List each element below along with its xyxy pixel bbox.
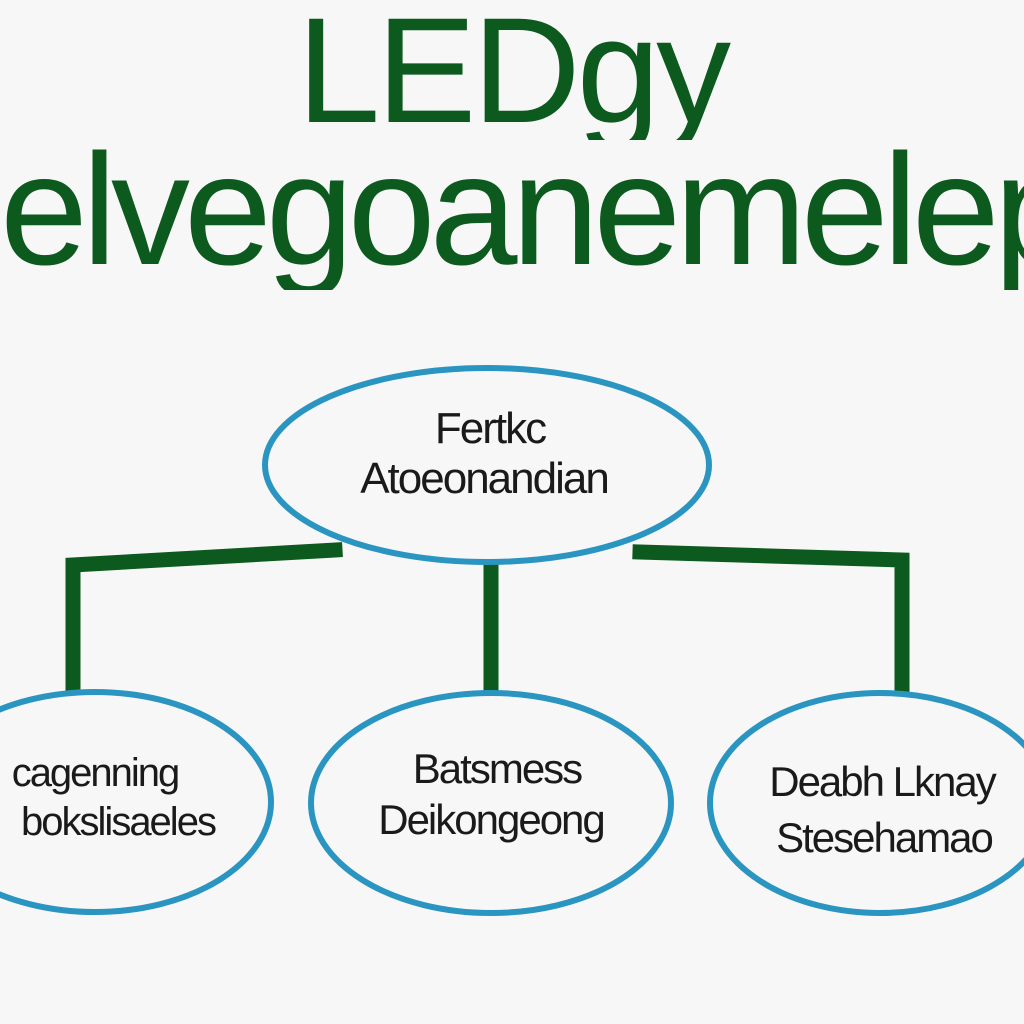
node-left: cagenning bokslisaeles <box>0 689 274 915</box>
node-right: Deabh Lknay Stesehamao <box>707 690 1024 916</box>
node-root: Fertkc Atoeonandian <box>262 365 712 565</box>
node-middle-line2: Deikongeong <box>378 796 604 843</box>
node-middle-shape <box>308 690 674 916</box>
node-left-shape <box>0 689 274 915</box>
node-right-shape <box>707 690 1024 916</box>
connector-right <box>632 544 910 698</box>
node-root-line2: Atoeonandian <box>360 454 608 503</box>
node-root-shape <box>262 365 712 565</box>
node-root-line1: Fertkc <box>435 404 546 453</box>
node-left-line2: bokslisaeles <box>21 800 216 844</box>
node-middle-line1: Batsmess <box>413 745 582 792</box>
connectors <box>65 542 910 698</box>
node-right-line1: Deabh Lknay <box>769 758 997 805</box>
node-left-line1: cagenning <box>12 751 179 795</box>
node-right-line2: Stesehamao <box>776 814 992 861</box>
connector-left <box>65 542 343 698</box>
node-middle: Batsmess Deikongeong <box>308 690 674 916</box>
title-line-1: LEDgy <box>296 0 731 140</box>
title-line-2: elvegoanemelept <box>0 130 1024 290</box>
